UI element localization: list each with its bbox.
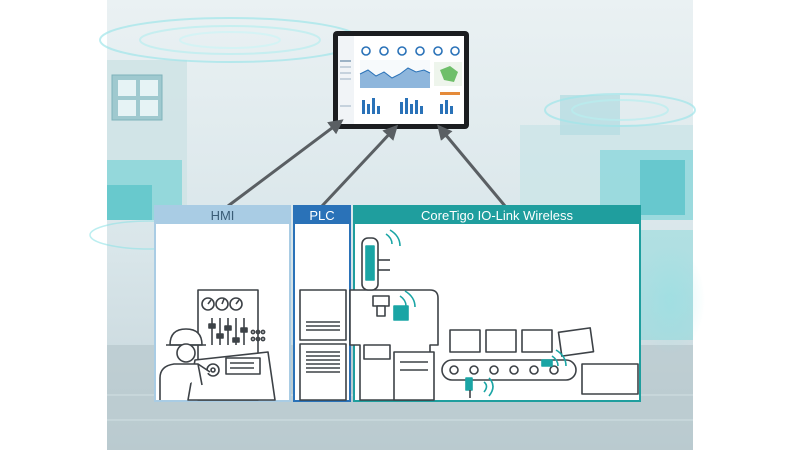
- section-hmi-header: [155, 206, 290, 224]
- section-plc-header: [294, 206, 350, 224]
- section-hmi-label: HMI: [211, 208, 235, 223]
- robot-arm-icon: [361, 229, 401, 291]
- hmi-operator-icon: [159, 289, 276, 401]
- arrow-hmi-to-dashboard: [227, 119, 344, 208]
- dashboard-tablet-icon: [333, 31, 469, 129]
- conveyor-belt-icon: [441, 327, 639, 398]
- section-coretigo-header: [354, 206, 640, 224]
- section-plc-label: PLC: [309, 208, 334, 223]
- sensor-device-icon: [372, 290, 416, 321]
- machine-block: [349, 289, 439, 401]
- section-coretigo-label: CoreTigo IO-Link Wireless: [421, 208, 573, 223]
- data-flow-arrows: [227, 119, 507, 208]
- plc-cabinet-icon: [299, 289, 347, 401]
- arrow-plc-to-dashboard: [320, 124, 399, 208]
- arrow-coretigo-to-dashboard: [437, 124, 507, 207]
- factory-line-art: [159, 229, 639, 401]
